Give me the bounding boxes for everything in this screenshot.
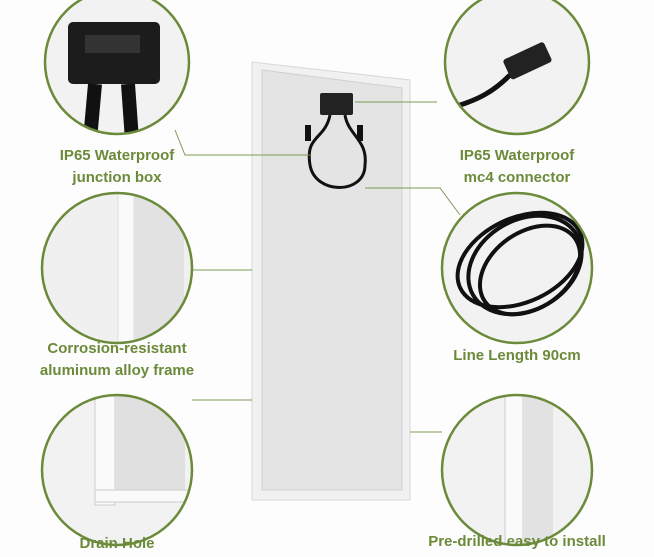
detail-drain-hole: [42, 395, 192, 545]
label-line-length: Line Length 90cm: [407, 345, 627, 367]
detail-mc4-connector: [445, 0, 589, 134]
junction-box: [305, 93, 367, 189]
label-frame: Corrosion-resistant aluminum alloy frame: [7, 338, 227, 382]
label-line: mc4 connector: [463, 169, 571, 186]
detail-predrilled: [442, 395, 592, 545]
solar-panel: [251, 61, 411, 501]
label-line: Corrosion-resistant: [47, 340, 187, 357]
label-line: IP65 Waterproof: [459, 147, 575, 164]
label-line: Pre-drilled easy to install: [428, 533, 606, 550]
label-line: IP65 Waterproof: [59, 147, 175, 164]
label-line: Line Length 90cm: [453, 347, 581, 364]
label-drain-hole: Drain Hole: [7, 533, 227, 555]
circle-borders: [40, 0, 594, 547]
label-line: aluminum alloy frame: [39, 362, 195, 379]
label-predrilled: Pre-drilled easy to install: [397, 531, 637, 553]
leader-lines: [174, 101, 461, 433]
label-mc4-connector: IP65 Waterproof mc4 connector: [407, 145, 627, 189]
detail-junction-box: [45, 0, 189, 134]
label-junction-box: IP65 Waterproof junction box: [7, 145, 227, 189]
label-line: junction box: [72, 169, 162, 186]
detail-cable: [442, 193, 592, 343]
label-line: Drain Hole: [79, 535, 155, 552]
